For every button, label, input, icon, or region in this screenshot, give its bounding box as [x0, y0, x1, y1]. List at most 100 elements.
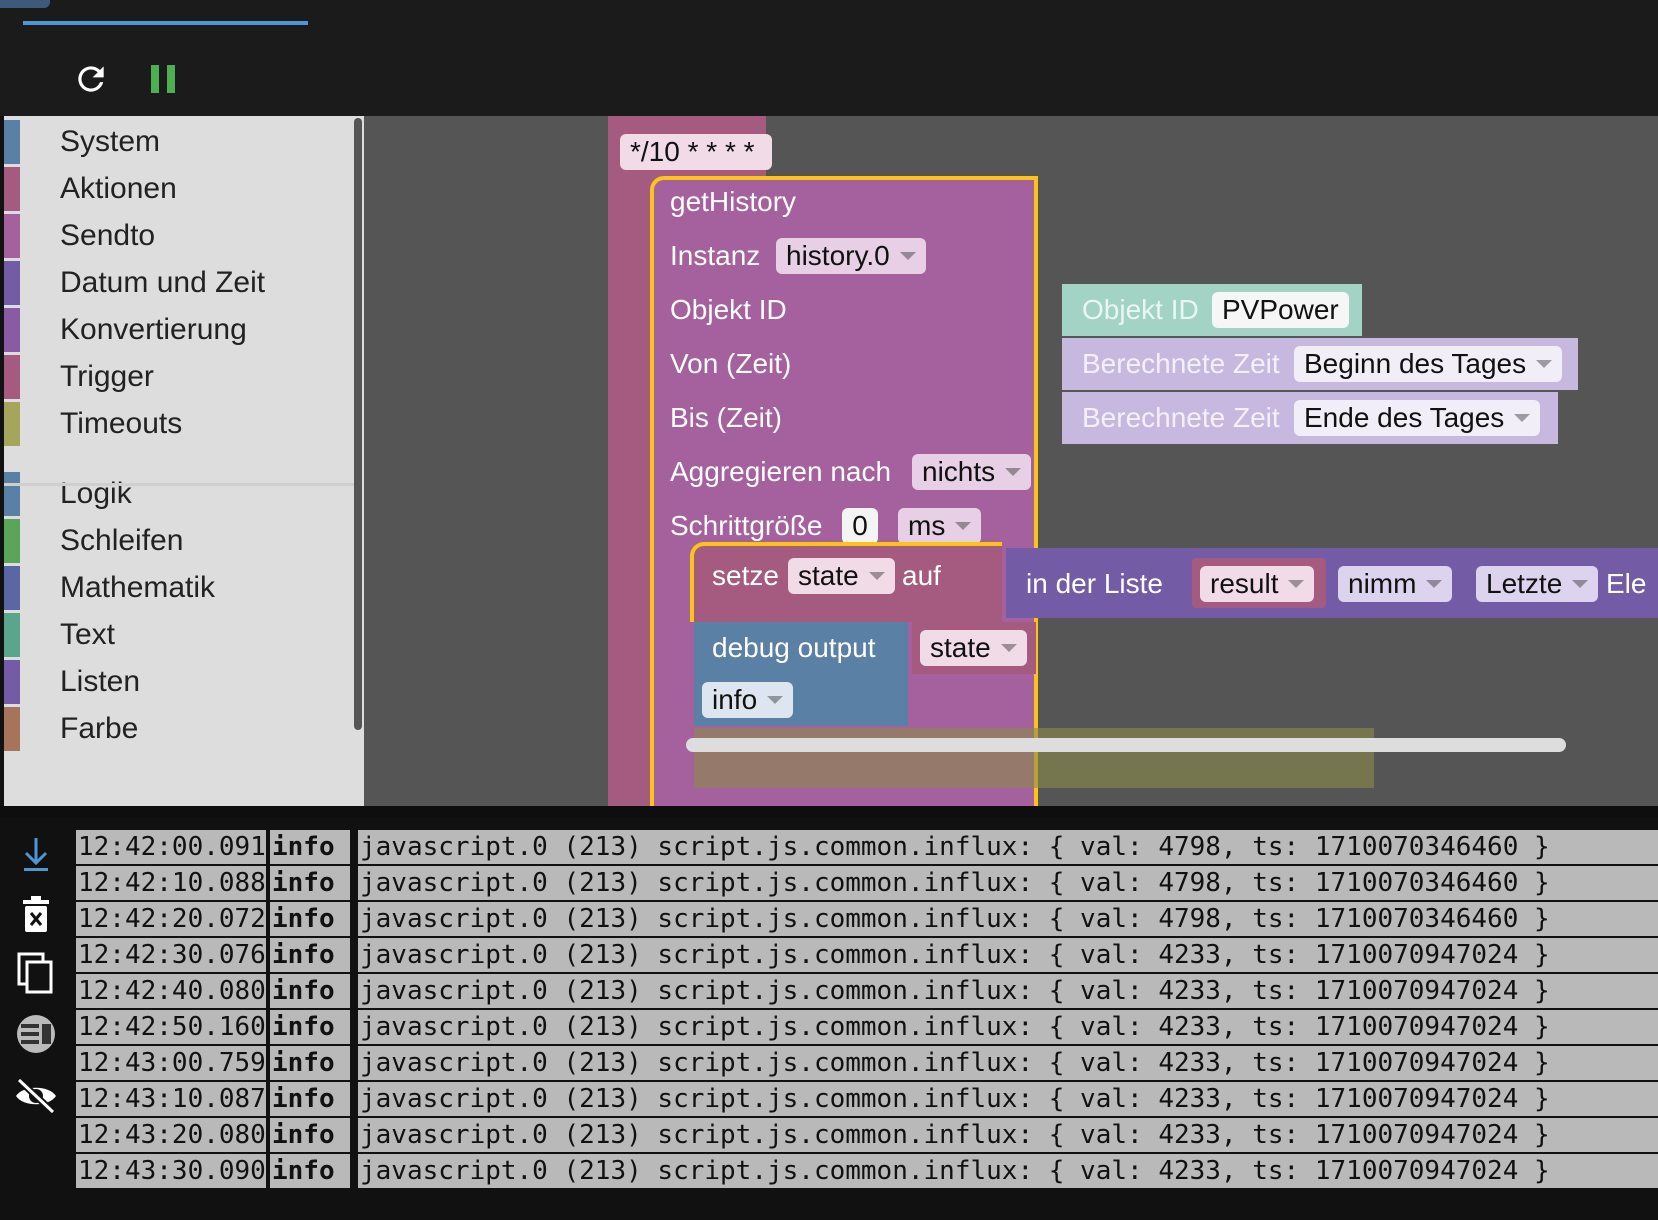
setze-var-dropdown[interactable]: state [788, 558, 895, 594]
bis-label: Bis (Zeit) [670, 402, 782, 433]
toolbox-scrollbar[interactable] [354, 118, 362, 730]
log-level: info [270, 1118, 350, 1152]
instanz-dropdown[interactable]: history.0 [776, 238, 926, 274]
schritt-value-field[interactable]: 0 [842, 508, 878, 544]
log-level: info [270, 1082, 350, 1116]
log-message: javascript.0 (213) script.js.common.infl… [358, 902, 1658, 936]
objekt-id-value[interactable]: PVPower [1212, 292, 1349, 328]
log-message: javascript.0 (213) script.js.common.infl… [358, 866, 1658, 900]
log-message: javascript.0 (213) script.js.common.infl… [358, 1010, 1658, 1044]
pause-icon [151, 65, 175, 93]
toolbox-category-logik[interactable]: Logik [4, 472, 354, 516]
category-label: Logik [60, 477, 132, 510]
log-level: info [270, 866, 350, 900]
log-message: javascript.0 (213) script.js.common.infl… [358, 830, 1658, 864]
von-time-block-label: Berechnete Zeit [1082, 348, 1280, 379]
log-time: 12:42:50.160 [76, 1010, 266, 1044]
category-color-swatch [4, 355, 20, 399]
category-label: Aktionen [60, 172, 177, 205]
list-get-label: in der Liste [1026, 568, 1163, 599]
toolbox-category-datum-und-zeit[interactable]: Datum und Zeit [4, 261, 354, 305]
von-time-dropdown[interactable]: Beginn des Tages [1294, 346, 1563, 382]
list-op-dropdown[interactable]: nimm [1338, 566, 1453, 602]
gethistory-title: getHistory [670, 186, 797, 217]
category-color-swatch [4, 519, 20, 563]
clear-log-button[interactable] [8, 888, 64, 940]
toolbox-separator [4, 483, 354, 486]
log-level: info [270, 830, 350, 864]
toolbox-category-konvertierung[interactable]: Konvertierung [4, 308, 354, 352]
columns-icon [17, 1015, 55, 1053]
toolbox-category-text[interactable]: Text [4, 613, 354, 657]
copy-log-button[interactable] [8, 948, 64, 1000]
bis-time-dropdown[interactable]: Ende des Tages [1294, 400, 1541, 436]
toolbox-category-schleifen[interactable]: Schleifen [4, 519, 354, 563]
list-pos-dropdown[interactable]: Letzte [1476, 566, 1599, 602]
debug-var-dropdown[interactable]: state [920, 630, 1027, 666]
category-color-swatch [4, 308, 20, 352]
debug-output-label: debug output [712, 632, 876, 663]
objekt-id-block-label: Objekt ID [1082, 294, 1199, 325]
bis-time-block-label: Berechnete Zeit [1082, 402, 1280, 433]
list-var-dropdown[interactable]: result [1200, 566, 1315, 602]
log-message: javascript.0 (213) script.js.common.infl… [358, 1118, 1658, 1152]
category-label: Sendto [60, 219, 156, 252]
objekt-id-label: Objekt ID [670, 294, 787, 325]
category-color-swatch [4, 566, 20, 610]
toolbox-category-trigger[interactable]: Trigger [4, 355, 354, 399]
toggle-columns-button[interactable] [8, 1008, 64, 1060]
trash-icon [23, 896, 49, 932]
schritt-label: Schrittgröße [670, 510, 823, 541]
category-label: Trigger [60, 360, 154, 393]
log-time: 12:43:20.080 [76, 1118, 266, 1152]
category-label: Schleifen [60, 524, 184, 557]
toolbox-category-aktionen[interactable]: Aktionen [4, 167, 354, 211]
log-time: 12:42:00.091 [76, 830, 266, 864]
copy-icon [17, 952, 53, 994]
eye-off-icon [16, 1077, 56, 1115]
aggregieren-label: Aggregieren nach [670, 456, 892, 487]
toolbox-category-farbe[interactable]: Farbe [4, 707, 354, 751]
tab-stub[interactable] [0, 0, 50, 8]
toolbox-category-listen[interactable]: Listen [4, 660, 354, 704]
log-message: javascript.0 (213) script.js.common.infl… [358, 1046, 1658, 1080]
pause-button[interactable] [138, 54, 188, 104]
category-label: System [60, 125, 161, 158]
cron-field[interactable]: */10 * * * * [620, 134, 772, 170]
for-each-block[interactable] [694, 728, 1374, 788]
log-time: 12:43:00.759 [76, 1046, 266, 1080]
toolbox-category-mathematik[interactable]: Mathematik [4, 566, 354, 610]
category-label: Mathematik [60, 571, 216, 604]
category-color-swatch [4, 613, 20, 657]
log-message: javascript.0 (213) script.js.common.infl… [358, 938, 1658, 972]
blockly-workspace[interactable]: */10 * * * * getHistory Instanz history.… [364, 116, 1658, 806]
active-tab-indicator [23, 21, 308, 25]
log-level: info [270, 938, 350, 972]
log-level: info [270, 974, 350, 1008]
log-message: javascript.0 (213) script.js.common.infl… [358, 974, 1658, 1008]
scroll-to-bottom-button[interactable] [8, 828, 64, 880]
log-time: 12:42:30.076 [76, 938, 266, 972]
log-level: info [270, 1046, 350, 1080]
schritt-unit-dropdown[interactable]: ms [898, 508, 982, 544]
von-label: Von (Zeit) [670, 348, 792, 379]
toolbox-category-sendto[interactable]: Sendto [4, 214, 354, 258]
toolbox-category-system[interactable]: System [4, 120, 354, 164]
reload-button[interactable] [66, 54, 116, 104]
log-time: 12:42:20.072 [76, 902, 266, 936]
toolbox-category-timeouts[interactable]: Timeouts [4, 402, 354, 446]
log-level: info [270, 1154, 350, 1188]
workspace-scrollbar[interactable] [686, 738, 1566, 752]
hide-button[interactable] [8, 1070, 64, 1122]
category-label: Konvertierung [60, 313, 247, 346]
log-time: 12:42:10.088 [76, 866, 266, 900]
aggregieren-dropdown[interactable]: nichts [912, 454, 1032, 490]
category-label: Timeouts [60, 407, 183, 440]
setze-auf-label: auf [902, 560, 941, 591]
debug-level-dropdown[interactable]: info [702, 682, 794, 718]
list-get-tail-label: Ele [1606, 568, 1647, 599]
panel-divider[interactable] [0, 806, 1658, 818]
category-color-swatch [4, 214, 20, 258]
